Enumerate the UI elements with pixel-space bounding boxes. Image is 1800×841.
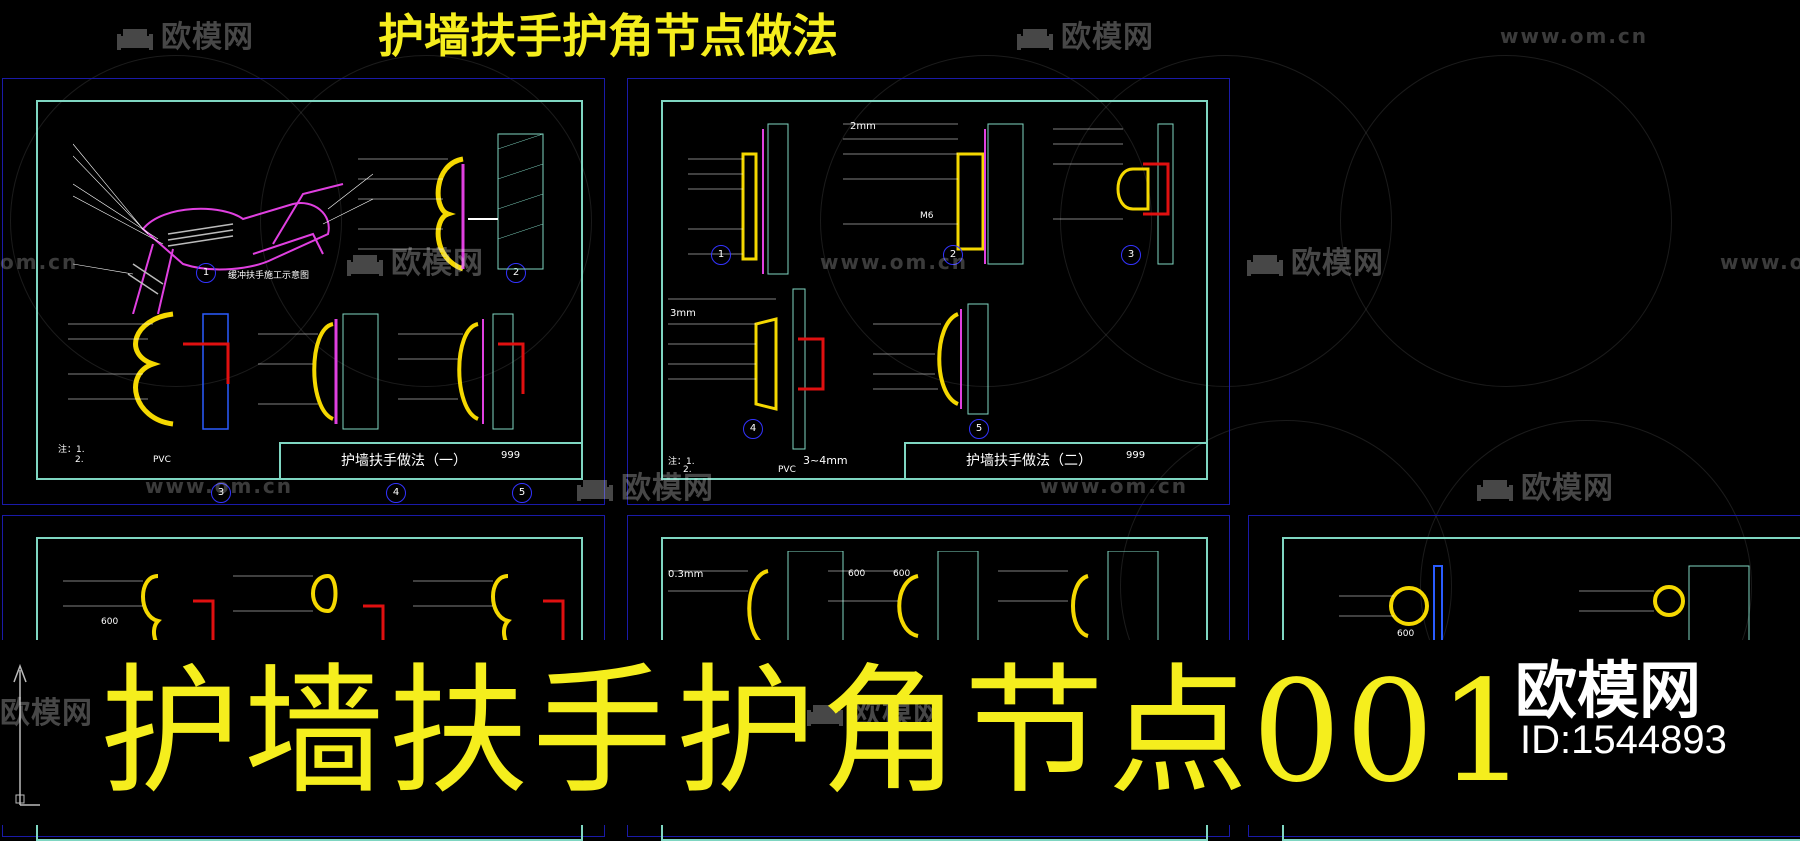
watermark-url: www.om.cn — [1720, 250, 1800, 274]
page-title: 护墙扶手护角节点做法 — [378, 9, 838, 63]
watermark-url: www.om.cn — [145, 474, 294, 498]
dimension-label: 600 — [101, 617, 119, 627]
ucs-axis-icon — [13, 663, 40, 806]
detail-number: 4 — [386, 483, 406, 503]
banner-background — [0, 640, 1800, 825]
detail-number: 5 — [512, 483, 532, 503]
sheet-code: 999 — [1126, 450, 1146, 461]
detail-number: 2 — [506, 263, 526, 283]
dimension-label: 3mm — [670, 308, 696, 319]
detail-caption: 缓冲扶手施工示意图 — [228, 271, 310, 281]
watermark-logo: 欧模网 — [575, 463, 714, 507]
watermark-logo: 欧模网 — [0, 688, 93, 732]
watermark-logo: 欧模网 — [1475, 463, 1614, 507]
dimension-label: 0.3mm — [668, 569, 704, 580]
handrail-section-detail-2 — [843, 123, 1024, 265]
sheet-title: 护墙扶手做法（一） — [341, 453, 467, 469]
watermark-logo: 欧模网 — [115, 12, 254, 56]
sheet-code: 999 — [501, 450, 521, 461]
note-text: 3~4mm — [803, 454, 848, 467]
detail-number: 3 — [1121, 245, 1141, 265]
notes-label: 注：1. — [58, 445, 85, 455]
dimension-label: 2mm — [850, 121, 876, 132]
handrail-section-row — [63, 574, 565, 658]
watermark-text: 欧模网 — [851, 696, 944, 731]
notes-label: 2. — [75, 455, 84, 465]
brand-logo: 欧模网 — [1515, 654, 1702, 727]
title-block: 护墙扶手做法（二） 999 — [904, 442, 1208, 480]
sofa-icon — [807, 704, 843, 726]
handrail-section-detail-4 — [258, 313, 379, 430]
watermark-text: 欧模网 — [621, 471, 714, 506]
handrail-section-detail-3 — [68, 311, 230, 430]
detail-number: 4 — [743, 419, 763, 439]
detail-number: 3 — [211, 483, 231, 503]
watermark-logo: 欧模网 — [1245, 238, 1384, 282]
detail-number: 1 — [711, 245, 731, 265]
watermark-text: 欧模网 — [161, 20, 254, 55]
watermark-url: www.om.cn — [820, 250, 969, 274]
note-text: PVC — [153, 455, 171, 465]
watermark-url: om.cn — [0, 250, 79, 274]
banner-title: 护墙扶手护角节点001 — [100, 651, 1532, 814]
watermark-url: www.om.cn — [1500, 24, 1649, 48]
watermark-circle — [260, 55, 592, 387]
drawing-sheet-1: 护墙扶手做法（一） 999 1 缓冲扶手施工示意图 2 — [2, 78, 605, 505]
dimension-label: M6 — [920, 211, 934, 221]
handrail-section-detail-3 — [1053, 123, 1174, 265]
sheet-title: 护墙扶手做法（二） — [966, 453, 1092, 469]
drawing-sheet-2: 护墙扶手做法（二） 999 1 2mm M6 2 3 3mm 4 5 注：1. — [627, 78, 1230, 505]
sofa-icon — [1477, 479, 1513, 501]
note-text: PVC — [778, 465, 796, 475]
handrail-section-detail-2 — [358, 133, 544, 272]
sofa-icon — [577, 479, 613, 501]
watermark-text: 欧模网 — [1291, 246, 1384, 281]
watermark-text: 欧模网 — [1061, 20, 1154, 55]
notes-label: 2. — [683, 465, 692, 475]
sofa-icon — [117, 28, 153, 50]
watermark-text: 欧模网 — [0, 696, 93, 731]
title-block: 护墙扶手做法（一） 999 — [279, 442, 583, 480]
watermark-logo: 欧模网 — [345, 238, 484, 282]
detail-number: 2 — [943, 245, 963, 265]
handrail-section-detail-4 — [668, 288, 825, 450]
handrail-section-detail-5 — [398, 313, 525, 430]
handrail-section-detail-5 — [873, 303, 989, 415]
detail-number: 1 — [196, 263, 216, 283]
dimension-label: 600 — [1397, 629, 1415, 639]
watermark-text: 欧模网 — [391, 246, 484, 281]
watermark-logo: 欧模网 — [805, 688, 944, 732]
handrail-section-row — [668, 551, 1159, 661]
detail-number: 5 — [969, 419, 989, 439]
dimension-label: 600 — [893, 569, 911, 579]
sofa-icon — [1247, 254, 1283, 276]
notes-label: 注：1. — [668, 457, 695, 467]
watermark-url: www.om.cn — [1040, 474, 1189, 498]
handrail-section-detail-1 — [688, 123, 789, 275]
watermark-text: 欧模网 — [1521, 471, 1614, 506]
dimension-label: 600 — [848, 569, 866, 579]
model-id: ID:1544893 — [1520, 718, 1727, 762]
sofa-icon — [1017, 28, 1053, 50]
watermark-logo: 欧模网 — [1015, 12, 1154, 56]
handrail-isometric-drawing — [73, 143, 373, 314]
sofa-icon — [347, 254, 383, 276]
watermark-circle — [1340, 55, 1672, 387]
